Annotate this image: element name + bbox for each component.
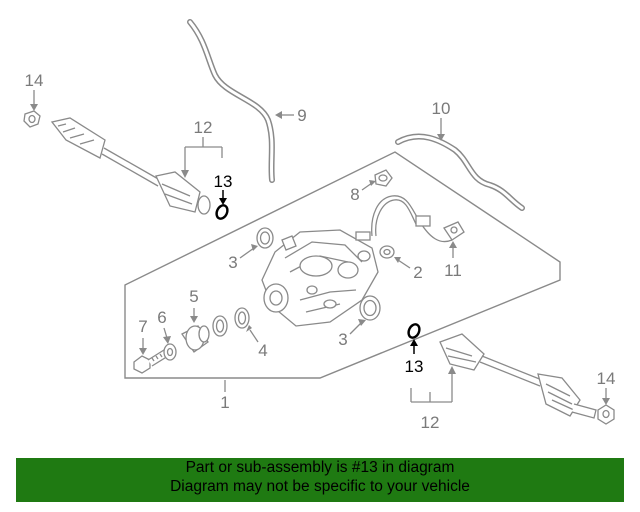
bolt-7 <box>133 349 169 374</box>
vent-tube-9-inner <box>188 20 274 182</box>
callout-3-upper: 3 <box>228 253 237 272</box>
callout-4: 4 <box>258 341 267 360</box>
leader-4 <box>249 329 259 343</box>
arrow-5 <box>190 316 198 323</box>
left-axle-shaft <box>50 117 211 215</box>
right-axle-shaft <box>439 333 597 419</box>
seal-13-lower <box>407 323 421 339</box>
banner-line-2: Diagram may not be specific to your vehi… <box>170 478 470 495</box>
arrow-13-upper <box>219 198 227 205</box>
bracket-12-upper <box>184 137 223 172</box>
seal-3-upper <box>256 227 274 249</box>
seal-3-lower <box>359 295 381 321</box>
sensor-8 <box>374 169 393 187</box>
callout-8: 8 <box>350 185 359 204</box>
leader-3-lower <box>349 321 363 335</box>
arrow-14-lower <box>602 398 610 405</box>
arrow-9 <box>275 111 282 119</box>
callout-6: 6 <box>157 308 166 327</box>
differential-housing <box>261 229 379 327</box>
arrow-12-upper <box>181 170 189 178</box>
callout-1: 1 <box>220 393 229 412</box>
arrow-4 <box>246 325 252 332</box>
callout-14-upper: 14 <box>25 71 44 90</box>
arrow-8 <box>369 180 376 186</box>
arrow-12-lower <box>448 366 456 374</box>
arrow-3-upper <box>251 244 258 251</box>
callout-10: 10 <box>432 99 451 118</box>
arrow-14-upper <box>30 104 38 111</box>
seals-4 <box>212 307 250 337</box>
callout-13-lower: 13 <box>405 357 424 376</box>
arrow-2 <box>394 257 401 263</box>
callout-12-lower: 12 <box>421 413 440 432</box>
flange-5 <box>181 325 210 353</box>
callout-2: 2 <box>413 263 422 282</box>
arrow-13-lower <box>410 339 418 346</box>
seal-13-upper <box>215 204 229 220</box>
bracket-12-lower <box>410 372 453 403</box>
callout-3-lower: 3 <box>338 330 347 349</box>
arrow-3-lower <box>358 319 366 326</box>
leader-8 <box>361 182 373 191</box>
callout-13-upper: 13 <box>214 172 233 191</box>
vent-tube-10-inner <box>396 135 524 210</box>
wire-harness-11 <box>355 195 465 243</box>
callout-9: 9 <box>297 106 306 125</box>
nut-14-upper <box>23 110 41 128</box>
callout-7: 7 <box>138 317 147 336</box>
washer-2 <box>379 245 395 259</box>
callout-11: 11 <box>444 261 462 280</box>
info-banner: Part or sub-assembly is #13 in diagram D… <box>16 458 624 502</box>
callout-14-lower: 14 <box>597 369 616 388</box>
nut-14-lower <box>597 404 615 425</box>
assembly-outline <box>124 151 561 379</box>
arrow-10 <box>437 134 445 141</box>
leader-6 <box>163 327 168 339</box>
leader-3-upper <box>239 247 255 259</box>
vent-tube-10 <box>395 133 525 211</box>
callout-12-upper: 12 <box>194 118 213 137</box>
arrow-6 <box>163 336 171 344</box>
arrow-11 <box>449 241 457 248</box>
callout-5: 5 <box>189 287 198 306</box>
banner-line-1: Part or sub-assembly is #13 in diagram <box>185 459 455 476</box>
washer-6 <box>163 343 177 361</box>
leader-2 <box>397 259 411 269</box>
arrow-7 <box>139 348 147 355</box>
